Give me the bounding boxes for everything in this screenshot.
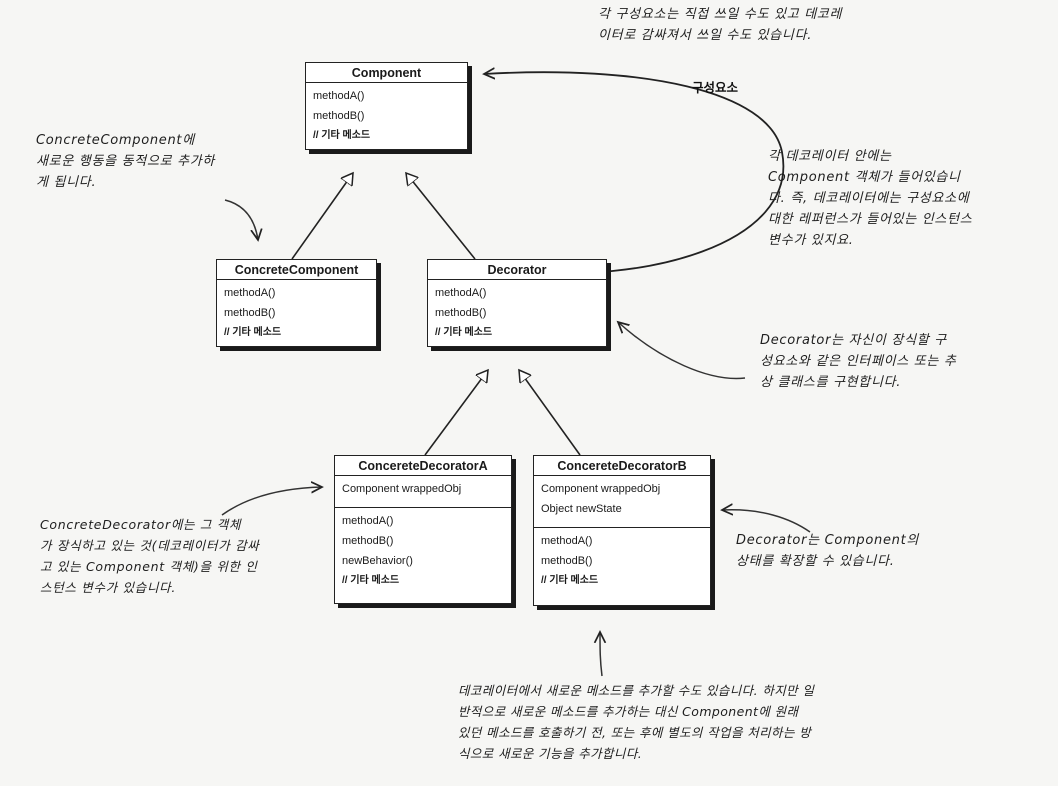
field: Object newState bbox=[541, 503, 622, 515]
method: methodA() bbox=[224, 287, 276, 299]
note-line: 이터로 감싸져서 쓰일 수도 있습니다. bbox=[598, 28, 813, 43]
fields-section: Component wrappedObj Object newState bbox=[534, 476, 710, 528]
field: Component wrappedObj bbox=[541, 483, 661, 495]
note-line: 식으로 새로운 기능을 추가합니다. bbox=[458, 746, 643, 761]
method: methodA() bbox=[342, 515, 394, 527]
inheritance-decoratorb bbox=[519, 370, 581, 456]
concrete-decorator-b-class: ConcereteDecoratorB Component wrappedObj… bbox=[533, 455, 711, 606]
method: methodA() bbox=[541, 535, 593, 547]
concrete-component-class: ConcreteComponent methodA() methodB() //… bbox=[216, 259, 377, 347]
class-name: ConcreteComponent bbox=[217, 260, 376, 280]
composition-arc bbox=[484, 72, 785, 274]
note-line: 반적으로 새로운 메소드를 추가하는 대신 Component에 원래 bbox=[458, 704, 799, 719]
decorator-class: Decorator methodA() methodB() // 기타 메소드 bbox=[427, 259, 607, 347]
other-methods: // 기타 메소드 bbox=[313, 130, 371, 141]
class-name: ConcereteDecoratorA bbox=[335, 456, 511, 476]
methods-section: methodA() methodB() // 기타 메소드 bbox=[534, 528, 710, 605]
fields-section: Component wrappedObj bbox=[335, 476, 511, 508]
note-line: 새로운 행동을 동적으로 추가하 bbox=[36, 154, 216, 169]
note-line: 다. 즉, 데코레이터에는 구성요소에 bbox=[768, 191, 970, 206]
method: methodB() bbox=[313, 110, 365, 122]
field: Component wrappedObj bbox=[342, 483, 462, 495]
note-line: 변수가 있지요. bbox=[768, 233, 854, 248]
class-name: Decorator bbox=[428, 260, 606, 280]
callout-arrow-concretedecorator bbox=[221, 487, 322, 516]
method: methodA() bbox=[435, 287, 487, 299]
other-methods: // 기타 메소드 bbox=[541, 575, 599, 586]
callout-arrow-concretecomponent bbox=[224, 199, 258, 240]
methods-section: methodA() methodB() // 기타 메소드 bbox=[306, 83, 467, 149]
note-decorator-state: Decorator는 Component의 상태를 확장할 수 있습니다. bbox=[736, 530, 919, 572]
note-line: 대한 레퍼런스가 들어있는 인스턴스 bbox=[768, 212, 973, 227]
method: methodB() bbox=[224, 307, 276, 319]
note-concrete-decorator: ConcreteDecorator에는 그 객체 가 장식하고 있는 것(데코레… bbox=[40, 514, 259, 598]
note-top: 각 구성요소는 직접 쓰일 수도 있고 데코레 이터로 감싸져서 쓰일 수도 있… bbox=[598, 4, 842, 46]
other-methods: // 기타 메소드 bbox=[435, 327, 493, 338]
note-decorator-contains: 각 데코레이터 안에는 Component 객체가 들어있습니 다. 즉, 데코… bbox=[768, 146, 972, 251]
inheritance-concretecomponent bbox=[291, 173, 353, 260]
component-class: Component methodA() methodB() // 기타 메소드 bbox=[305, 62, 468, 150]
note-bottom: 데코레이터에서 새로운 메소드를 추가할 수도 있습니다. 하지만 일 반적으로… bbox=[458, 680, 814, 764]
class-name: Component bbox=[306, 63, 467, 83]
other-methods: // 기타 메소드 bbox=[342, 575, 400, 586]
note-line: Decorator는 자신이 장식할 구 bbox=[760, 333, 947, 348]
callout-arrow-decorator-interface bbox=[618, 322, 746, 380]
note-decorator-interface: Decorator는 자신이 장식할 구 성요소와 같은 인터페이스 또는 추 … bbox=[760, 330, 957, 393]
note-line: ConcreteDecorator에는 그 객체 bbox=[40, 517, 242, 532]
note-line: 있던 메소드를 호출하기 전, 또는 후에 별도의 작업을 처리하는 방 bbox=[458, 725, 812, 740]
note-line: 게 됩니다. bbox=[36, 175, 97, 190]
note-line: 상 클래스를 구현합니다. bbox=[760, 375, 902, 390]
note-line: 데코레이터에서 새로운 메소드를 추가할 수도 있습니다. 하지만 일 bbox=[458, 683, 815, 698]
methods-section: methodA() methodB() // 기타 메소드 bbox=[217, 280, 376, 346]
callout-arrow-bottom bbox=[600, 632, 602, 677]
composition-label: 구성요소 bbox=[692, 80, 739, 95]
note-line: 성요소와 같은 인터페이스 또는 추 bbox=[760, 354, 957, 369]
inheritance-decorator bbox=[406, 173, 476, 260]
method: methodB() bbox=[541, 555, 593, 567]
note-line: 스턴스 변수가 있습니다. bbox=[40, 580, 177, 595]
note-line: 상태를 확장할 수 있습니다. bbox=[736, 554, 895, 569]
callout-arrow-decorator-state bbox=[722, 510, 811, 533]
concrete-decorator-a-class: ConcereteDecoratorA Component wrappedObj… bbox=[334, 455, 512, 604]
methods-section: methodA() methodB() newBehavior() // 기타 … bbox=[335, 508, 511, 603]
method: newBehavior() bbox=[342, 555, 413, 567]
method: methodB() bbox=[435, 307, 487, 319]
method: methodA() bbox=[313, 90, 365, 102]
note-concrete-component: ConcreteComponent에 새로운 행동을 동적으로 추가하 게 됩니… bbox=[36, 130, 215, 193]
note-line: Component 객체가 들어있습니 bbox=[768, 170, 961, 185]
method: methodB() bbox=[342, 535, 394, 547]
note-line: 각 구성요소는 직접 쓰일 수도 있고 데코레 bbox=[598, 7, 843, 22]
note-line: 가 장식하고 있는 것(데코레이터가 감싸 bbox=[40, 538, 260, 553]
note-line: 각 데코레이터 안에는 bbox=[768, 149, 892, 164]
note-line: ConcreteComponent에 bbox=[36, 133, 195, 148]
note-line: 고 있는 Component 객체)을 위한 인 bbox=[40, 559, 258, 574]
inheritance-decoratora bbox=[424, 370, 488, 456]
class-name: ConcereteDecoratorB bbox=[534, 456, 710, 476]
other-methods: // 기타 메소드 bbox=[224, 327, 282, 338]
methods-section: methodA() methodB() // 기타 메소드 bbox=[428, 280, 606, 346]
note-line: Decorator는 Component의 bbox=[736, 533, 920, 548]
